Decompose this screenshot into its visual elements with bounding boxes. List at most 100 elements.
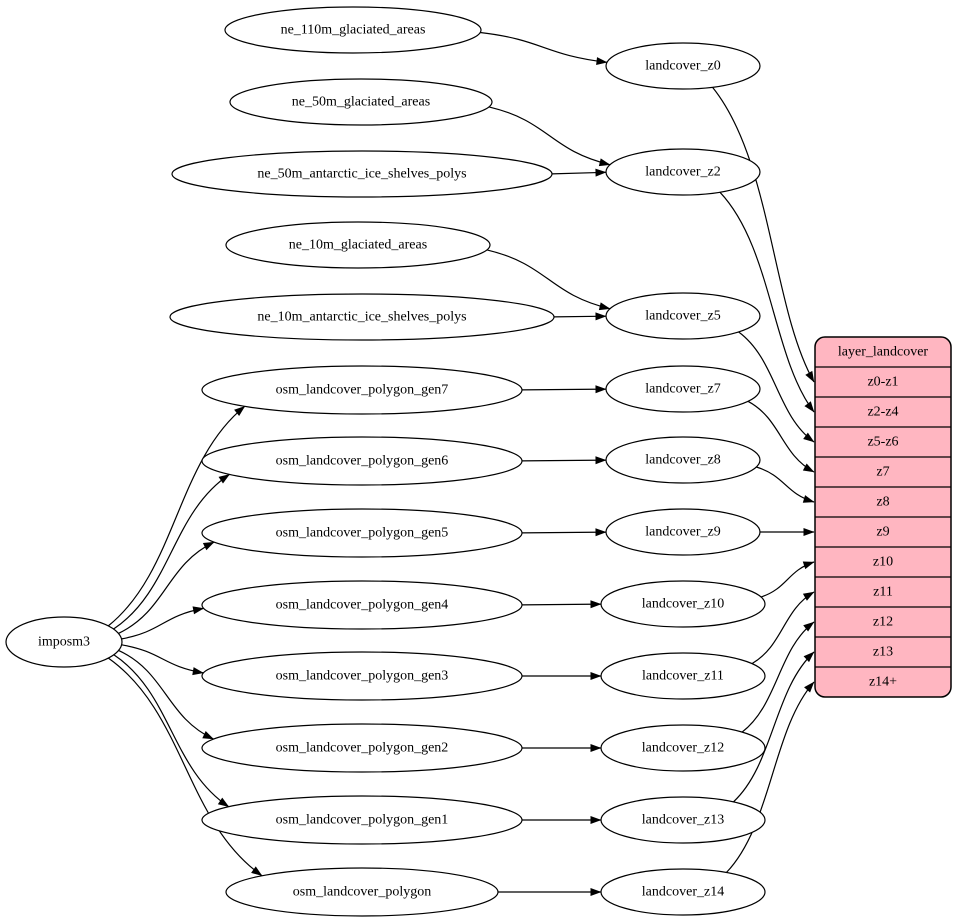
node-osm_landcover_polygon_gen1: osm_landcover_polygon_gen1: [201, 795, 523, 845]
node-landcover_z11-shape: [600, 652, 766, 700]
table-row-z7: z7: [876, 465, 889, 480]
nodes-layer: imposm3 ne_110m_glaciated_areas ne_50m_gla…: [5, 6, 766, 917]
node-osm_landcover_polygon_gen2-label: osm_landcover_polygon_gen2: [276, 741, 449, 756]
node-landcover_z5-label: landcover_z5: [645, 309, 720, 324]
node-landcover_z0: landcover_z0: [605, 42, 761, 90]
node-osm_landcover_polygon_gen5: osm_landcover_polygon_gen5: [201, 508, 523, 558]
node-landcover_z12: landcover_z12: [600, 724, 766, 772]
edge-imposm3-to-osm_landcover_polygon_gen4: [121, 606, 205, 640]
edge-imposm3-to-osm_landcover_polygon_gen5: [118, 541, 215, 634]
node-ne_10m_antarctic_ice_shelves_polys: ne_10m_antarctic_ice_shelves_polys: [169, 293, 555, 341]
node-osm_landcover_polygon_gen6: osm_landcover_polygon_gen6: [201, 436, 523, 486]
edge-imposm3-to-osm_landcover_polygon: [108, 657, 263, 877]
node-landcover_z8-label: landcover_z8: [645, 453, 720, 468]
node-landcover_z13-shape: [600, 796, 766, 844]
node-landcover_z7-label: landcover_z7: [645, 382, 720, 397]
edge-landcover_z5-to-layer_landcover-z5-z6: [738, 331, 815, 443]
node-landcover_z12-shape: [600, 724, 766, 772]
node-imposm3-shape: [5, 616, 123, 668]
edge-imposm3-to-osm_landcover_polygon_gen3: [121, 644, 204, 676]
edge-landcover_z8-to-layer_landcover-z8: [756, 466, 815, 503]
node-landcover_z10-shape: [600, 580, 766, 628]
node-osm_landcover_polygon_gen7-shape: [201, 365, 523, 415]
node-landcover_z9-label: landcover_z9: [645, 525, 720, 540]
edge-ne_50m_antarctic_ice_shelves_polys-to-landcover_z2: [551, 168, 607, 177]
node-landcover_z9: landcover_z9: [605, 508, 761, 556]
edge-imposm3-to-osm_landcover_polygon_gen1: [113, 654, 230, 808]
edge-osm_landcover_polygon_gen4-to-landcover_z10: [521, 600, 602, 609]
table-row-z8: z8: [876, 495, 889, 510]
table-row-z11: z11: [873, 585, 893, 600]
node-osm_landcover_polygon_gen7-label: osm_landcover_polygon_gen7: [276, 383, 449, 398]
node-ne_10m_glaciated_areas-shape: [225, 221, 491, 269]
node-osm_landcover_polygon_gen2-shape: [201, 723, 523, 773]
node-landcover_z8-shape: [605, 436, 761, 484]
edge-landcover_z12-to-layer_landcover-z12: [741, 621, 815, 733]
table-layer: layer_landcoverz0-z1z2-z4z5-z6z7z8z9z10z…: [814, 336, 952, 698]
edge-osm_landcover_polygon_gen5-to-landcover_z9: [521, 528, 607, 537]
edge-landcover_z0-to-layer_landcover-z0-z1: [712, 86, 815, 383]
node-landcover_z5: landcover_z5: [605, 292, 761, 340]
edge-landcover_z13-to-layer_landcover-z13: [732, 651, 815, 803]
node-landcover_z13-label: landcover_z13: [642, 813, 724, 828]
edge-landcover_z10-to-layer_landcover-z10: [760, 561, 815, 598]
node-landcover_z2-label: landcover_z2: [645, 165, 720, 180]
edge-ne_50m_glaciated_areas-to-landcover_z2: [488, 106, 611, 167]
node-osm_landcover_polygon_gen3-shape: [201, 651, 523, 701]
node-ne_50m_glaciated_areas-label: ne_50m_glaciated_areas: [292, 95, 430, 110]
node-landcover_z9-shape: [605, 508, 761, 556]
node-ne_110m_glaciated_areas-shape: [224, 6, 482, 54]
node-ne_110m_glaciated_areas: ne_110m_glaciated_areas: [224, 6, 482, 54]
node-landcover_z10-label: landcover_z10: [642, 597, 724, 612]
table-row-z13: z13: [873, 645, 893, 660]
node-landcover_z2: landcover_z2: [605, 148, 761, 196]
table-row-z10: z10: [873, 555, 893, 570]
node-landcover_z8: landcover_z8: [605, 436, 761, 484]
table-row-z2-z4: z2-z4: [867, 405, 898, 420]
node-osm_landcover_polygon_gen4: osm_landcover_polygon_gen4: [201, 580, 523, 630]
table-row-z5-z6: z5-z6: [867, 435, 898, 450]
node-osm_landcover_polygon_gen1-label: osm_landcover_polygon_gen1: [276, 813, 449, 828]
table-row-z12: z12: [873, 615, 893, 630]
edge-imposm3-to-osm_landcover_polygon_gen2: [118, 649, 214, 740]
node-landcover_z2-shape: [605, 148, 761, 196]
node-osm_landcover_polygon_gen5-label: osm_landcover_polygon_gen5: [276, 526, 449, 541]
node-landcover_z0-shape: [605, 42, 761, 90]
node-landcover_z5-shape: [605, 292, 761, 340]
node-ne_10m_antarctic_ice_shelves_polys-label: ne_10m_antarctic_ice_shelves_polys: [257, 310, 466, 325]
node-ne_10m_glaciated_areas-label: ne_10m_glaciated_areas: [289, 238, 427, 253]
node-osm_landcover_polygon_gen5-shape: [201, 508, 523, 558]
edge-osm_landcover_polygon_gen6-to-landcover_z8: [521, 456, 607, 465]
edges-layer: [107, 31, 815, 896]
node-imposm3: imposm3: [5, 616, 123, 668]
node-ne_50m_glaciated_areas-shape: [229, 78, 493, 126]
node-landcover_z14: landcover_z14: [600, 868, 766, 916]
edge-landcover_z2-to-layer_landcover-z2-z4: [719, 191, 815, 413]
edge-imposm3-to-osm_landcover_polygon_gen7: [107, 405, 246, 627]
edge-osm_landcover_polygon_gen7-to-landcover_z7: [521, 385, 607, 394]
edge-landcover_z7-to-layer_landcover-z7: [747, 400, 815, 473]
node-landcover_z14-label: landcover_z14: [642, 885, 724, 900]
node-landcover_z14-shape: [600, 868, 766, 916]
node-osm_landcover_polygon_gen2: osm_landcover_polygon_gen2: [201, 723, 523, 773]
edge-ne_10m_glaciated_areas-to-landcover_z5: [486, 249, 611, 311]
node-landcover_z7-shape: [605, 365, 761, 413]
node-ne_50m_antarctic_ice_shelves_polys-shape: [171, 150, 553, 198]
node-landcover_z12-label: landcover_z12: [642, 741, 724, 756]
node-osm_landcover_polygon_gen1-shape: [201, 795, 523, 845]
node-osm_landcover_polygon-label: osm_landcover_polygon: [293, 885, 431, 900]
edge-landcover_z14-to-layer_landcover-z14+: [725, 681, 815, 873]
table-row-z14+: z14+: [869, 675, 897, 690]
node-ne_110m_glaciated_areas-label: ne_110m_glaciated_areas: [281, 23, 426, 38]
node-landcover_z13: landcover_z13: [600, 796, 766, 844]
node-osm_landcover_polygon_gen4-shape: [201, 580, 523, 630]
node-ne_10m_antarctic_ice_shelves_polys-shape: [169, 293, 555, 341]
node-ne_50m_antarctic_ice_shelves_polys: ne_50m_antarctic_ice_shelves_polys: [171, 150, 553, 198]
table-row-z0-z1: z0-z1: [867, 375, 898, 390]
node-ne_10m_glaciated_areas: ne_10m_glaciated_areas: [225, 221, 491, 269]
node-osm_landcover_polygon_gen3: osm_landcover_polygon_gen3: [201, 651, 523, 701]
edge-imposm3-to-osm_landcover_polygon_gen6: [113, 473, 230, 630]
node-osm_landcover_polygon_gen6-shape: [201, 436, 523, 486]
